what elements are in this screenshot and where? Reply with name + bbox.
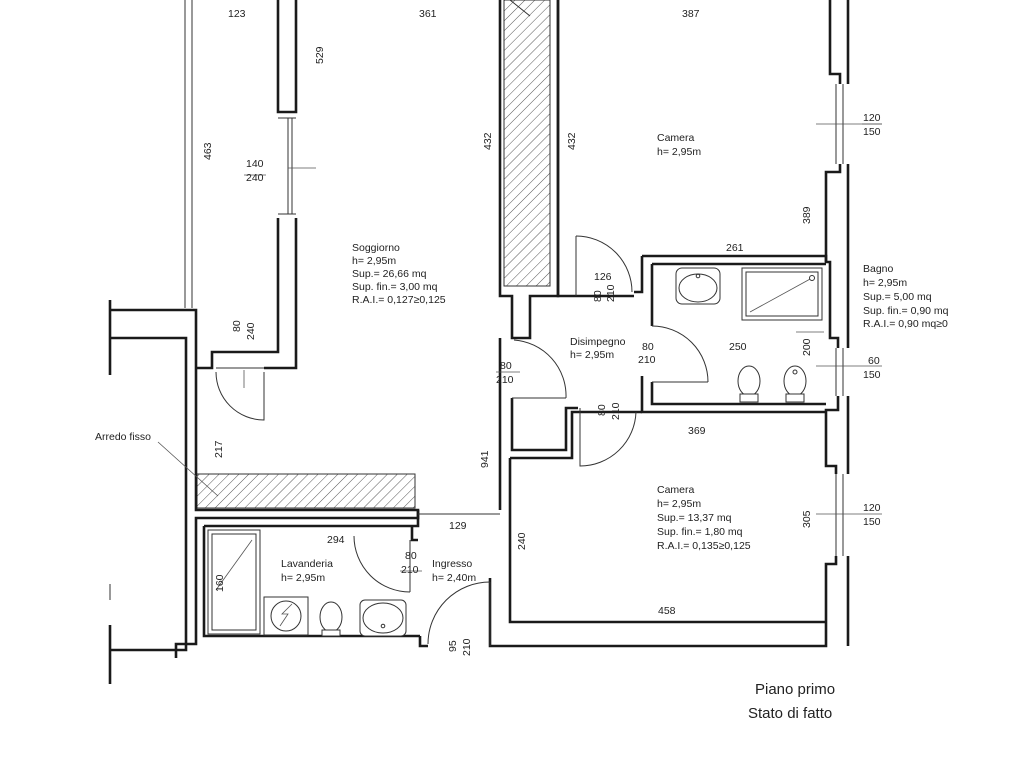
room-bagno: Bagno h= 2,95m Sup.= 5,00 mq Sup. fin.= … bbox=[863, 263, 949, 330]
dim-label: 80 bbox=[596, 404, 608, 416]
dimension-lines bbox=[157, 123, 882, 572]
dim-label: 80 bbox=[592, 290, 604, 302]
dim-label: 432 bbox=[482, 132, 494, 150]
room-lavanderia: Lavanderia h= 2,95m bbox=[281, 558, 333, 584]
dim-label: 458 bbox=[658, 605, 676, 617]
dim-label: 123 bbox=[228, 8, 246, 20]
room-rai: R.A.I.= 0,135≥0,125 bbox=[657, 540, 751, 552]
room-disimpegno: Disimpegno h= 2,95m bbox=[570, 336, 626, 361]
room-height: h= 2,95m bbox=[863, 277, 907, 289]
dim-label: 210 bbox=[638, 354, 656, 366]
dim-label: 941 bbox=[479, 450, 491, 468]
room-camera-top: Camera h= 2,95m bbox=[657, 132, 701, 158]
room-rai: R.A.I.= 0,90 mq≥0 bbox=[863, 318, 948, 330]
dim-label: 129 bbox=[449, 520, 467, 532]
dim-label: 369 bbox=[688, 425, 706, 437]
dim-label: 160 bbox=[214, 574, 226, 592]
dim-label: 240 bbox=[246, 172, 264, 184]
dim-label: 294 bbox=[327, 534, 345, 546]
floor-title: Piano primo bbox=[755, 681, 835, 698]
dim-label: 120 bbox=[863, 502, 881, 514]
arredo-fisso-block bbox=[196, 473, 416, 509]
room-ingresso: Ingresso h= 2,40m bbox=[432, 558, 476, 584]
room-name: Bagno bbox=[863, 263, 894, 275]
state-title: Stato di fatto bbox=[748, 705, 832, 722]
room-name: Disimpegno bbox=[570, 336, 626, 348]
room-area: Sup.= 26,66 mq bbox=[352, 268, 427, 280]
dim-label: 240 bbox=[245, 322, 257, 340]
dim-label: 210 bbox=[461, 638, 473, 656]
dim-label: 80 bbox=[405, 550, 417, 562]
walls bbox=[108, 0, 850, 684]
dim-label: 80 bbox=[231, 320, 243, 332]
dim-label: 120 bbox=[863, 112, 881, 124]
dim-label: 463 bbox=[202, 142, 214, 160]
arredo-fisso-label: Arredo fisso bbox=[95, 431, 151, 443]
room-soggiorno: Soggiorno h= 2,95m Sup.= 26,66 mq Sup. f… bbox=[352, 242, 446, 306]
room-name: Camera bbox=[657, 132, 695, 144]
room-height: h= 2,40m bbox=[432, 572, 476, 584]
dim-label: 261 bbox=[726, 242, 744, 254]
dim-label: 80 bbox=[500, 360, 512, 372]
dim-label: 432 bbox=[566, 132, 578, 150]
dim-label: 210 bbox=[496, 374, 514, 386]
dim-label: 95 bbox=[447, 640, 459, 652]
room-window-area: Sup. fin.= 0,90 mq bbox=[863, 305, 949, 317]
dim-label: 217 bbox=[213, 440, 225, 458]
dim-label: 126 bbox=[594, 271, 612, 283]
dim-label: 250 bbox=[729, 341, 747, 353]
fixtures bbox=[207, 267, 823, 637]
room-window-area: Sup. fin.= 3,00 mq bbox=[352, 281, 438, 293]
room-height: h= 2,95m bbox=[570, 349, 614, 361]
room-name: Camera bbox=[657, 484, 695, 496]
room-camera-bottom: Camera h= 2,95m Sup.= 13,37 mq Sup. fin.… bbox=[657, 484, 751, 552]
room-name: Lavanderia bbox=[281, 558, 333, 570]
dim-label: 200 bbox=[801, 338, 813, 356]
room-area: Sup.= 13,37 mq bbox=[657, 512, 732, 524]
doors bbox=[215, 0, 709, 646]
dimensions: 123 361 387 140 240 120 150 261 126 80 2… bbox=[202, 8, 881, 656]
dim-label: 150 bbox=[863, 369, 881, 381]
hatched-wall-block bbox=[503, 0, 551, 287]
dim-label: 210 bbox=[605, 284, 617, 302]
dim-label: 529 bbox=[314, 46, 326, 64]
dim-label: 60 bbox=[868, 355, 880, 367]
dim-label: 80 bbox=[642, 341, 654, 353]
dim-label: 240 bbox=[516, 532, 528, 550]
room-window-area: Sup. fin.= 1,80 mq bbox=[657, 526, 743, 538]
dim-label: 210 bbox=[401, 564, 419, 576]
dim-label: 361 bbox=[419, 8, 437, 20]
dim-label: 387 bbox=[682, 8, 700, 20]
room-rai: R.A.I.= 0,127≥0,125 bbox=[352, 294, 446, 306]
room-height: h= 2,95m bbox=[657, 498, 701, 510]
room-height: h= 2,95m bbox=[281, 572, 325, 584]
dim-label: 150 bbox=[863, 516, 881, 528]
dim-label: 389 bbox=[801, 206, 813, 224]
room-name: Soggiorno bbox=[352, 242, 400, 254]
dim-label: 305 bbox=[801, 510, 813, 528]
dim-label: 150 bbox=[863, 126, 881, 138]
room-area: Sup.= 5,00 mq bbox=[863, 291, 932, 303]
dim-label: 210 bbox=[610, 402, 622, 420]
room-height: h= 2,95m bbox=[352, 255, 396, 267]
dim-label: 140 bbox=[246, 158, 264, 170]
room-height: h= 2,95m bbox=[657, 146, 701, 158]
room-name: Ingresso bbox=[432, 558, 472, 570]
